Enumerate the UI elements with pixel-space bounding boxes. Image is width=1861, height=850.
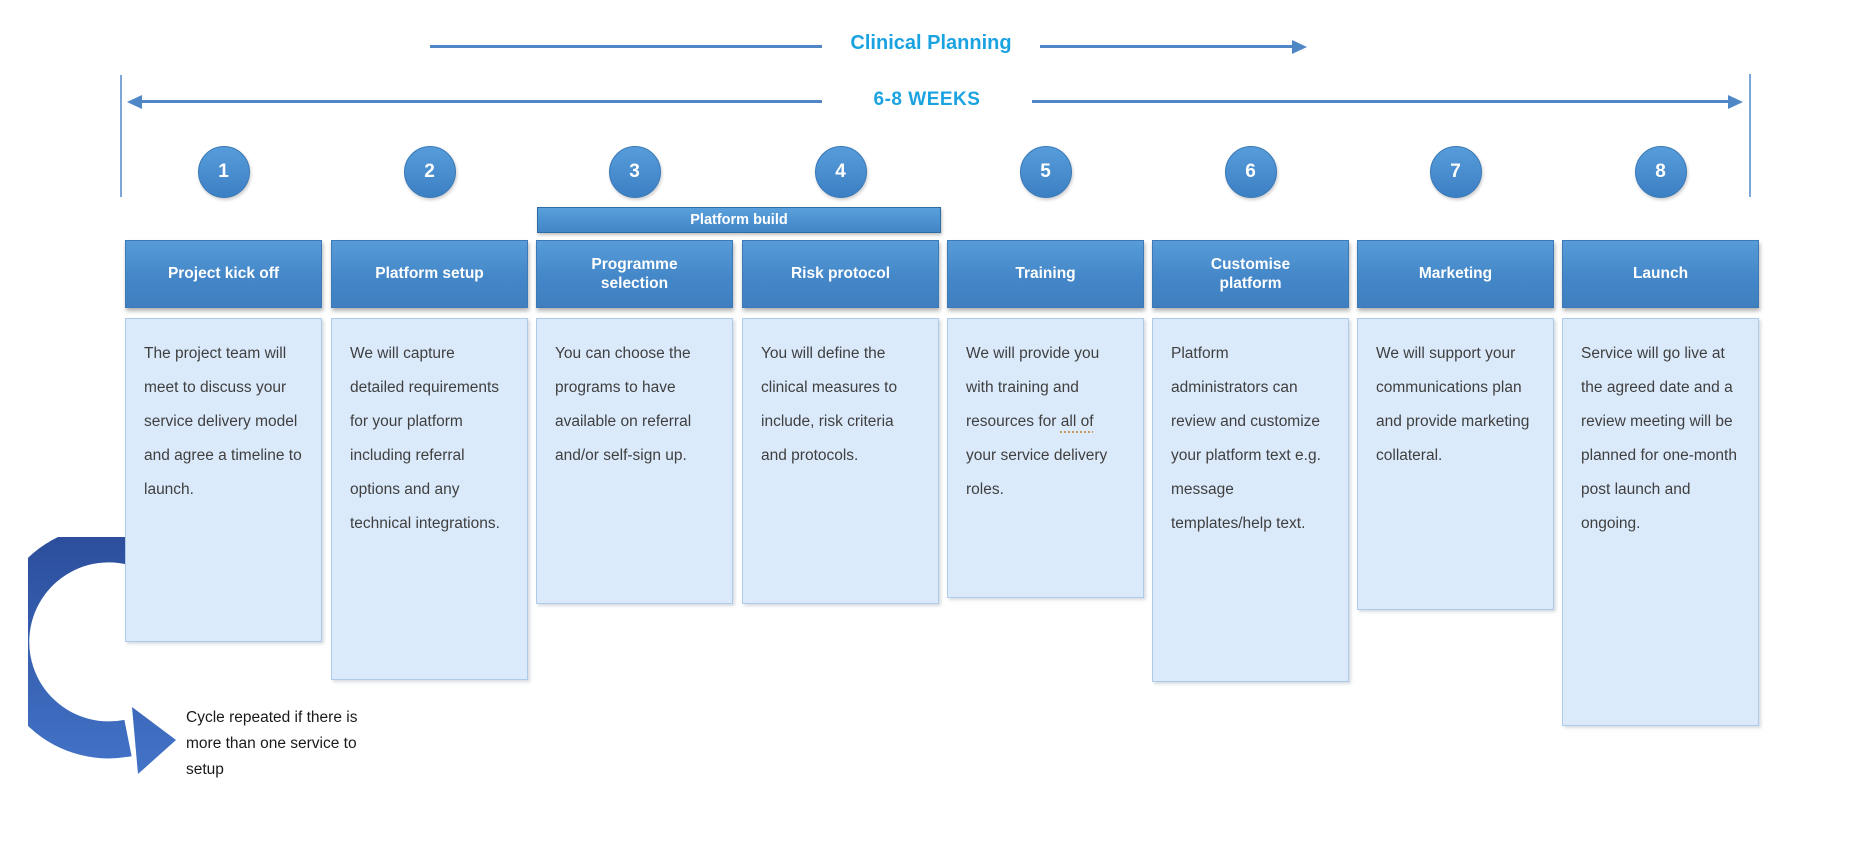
proofing-mark: all of	[1060, 413, 1094, 430]
step-title: Project kick off	[125, 240, 322, 308]
weeks-left-arrowhead-icon	[127, 94, 142, 109]
step-description-card: We will provide you with training and re…	[947, 318, 1144, 598]
step-description-card: We will capture detailed requirements fo…	[331, 318, 528, 680]
step-number-badge: 3	[608, 146, 661, 198]
step-title: Platform setup	[331, 240, 528, 308]
step-number-badge: 4	[814, 146, 867, 198]
step-column: 5 Training We will provide you with trai…	[947, 146, 1144, 598]
step-title: Training	[947, 240, 1144, 308]
step-column: 1 Project kick off The project team will…	[125, 146, 322, 642]
step-description-card: The project team will meet to discuss yo…	[125, 318, 322, 642]
platform-build-banner: Platform build	[537, 207, 941, 233]
step-number-badge: 6	[1224, 146, 1277, 198]
step-number-badge: 8	[1634, 146, 1687, 198]
step-column: 6 Customise platform Platform administra…	[1152, 146, 1349, 682]
cycle-repeat-curved-arrow-icon	[28, 537, 176, 774]
step-number-badge: 1	[197, 146, 250, 198]
step-description-card: You can choose the programs to have avai…	[536, 318, 733, 604]
step-title: Customise platform	[1152, 240, 1349, 308]
step-number-badge: 5	[1019, 146, 1072, 198]
weeks-left-line	[141, 100, 822, 103]
clinical-planning-right-line	[1040, 45, 1292, 48]
weeks-label: 6-8 WEEKS	[873, 89, 981, 110]
step-column: 7 Marketing We will support your communi…	[1357, 146, 1554, 610]
clinical-planning-left-line	[430, 45, 822, 48]
step-number-badge: 2	[403, 146, 456, 198]
step-number-badge: 7	[1429, 146, 1482, 198]
step-column: 8 Launch Service will go live at the agr…	[1562, 146, 1759, 726]
weeks-right-line	[1032, 100, 1728, 103]
step-description-card: Platform administrators can review and c…	[1152, 318, 1349, 682]
step-description-card: You will define the clinical measures to…	[742, 318, 939, 604]
step-column: 2 Platform setup We will capture detaile…	[331, 146, 528, 680]
step-description-card: Service will go live at the agreed date …	[1562, 318, 1759, 726]
step-title: Marketing	[1357, 240, 1554, 308]
step-description-card: We will support your communications plan…	[1357, 318, 1554, 610]
weeks-right-arrowhead-icon	[1728, 94, 1743, 109]
cycle-note: Cycle repeated if there is more than one…	[186, 709, 358, 778]
step-title: Risk protocol	[742, 240, 939, 308]
step-column: 3 Programme selection You can choose the…	[536, 146, 733, 604]
clinical-planning-arrowhead-icon	[1292, 39, 1307, 54]
step-column: 4 Risk protocol You will define the clin…	[742, 146, 939, 604]
step-title: Programme selection	[536, 240, 733, 308]
clinical-planning-label: Clinical Planning	[850, 32, 1012, 54]
step-title: Launch	[1562, 240, 1759, 308]
span-tick-left	[120, 75, 122, 197]
span-tick-right	[1749, 74, 1751, 197]
